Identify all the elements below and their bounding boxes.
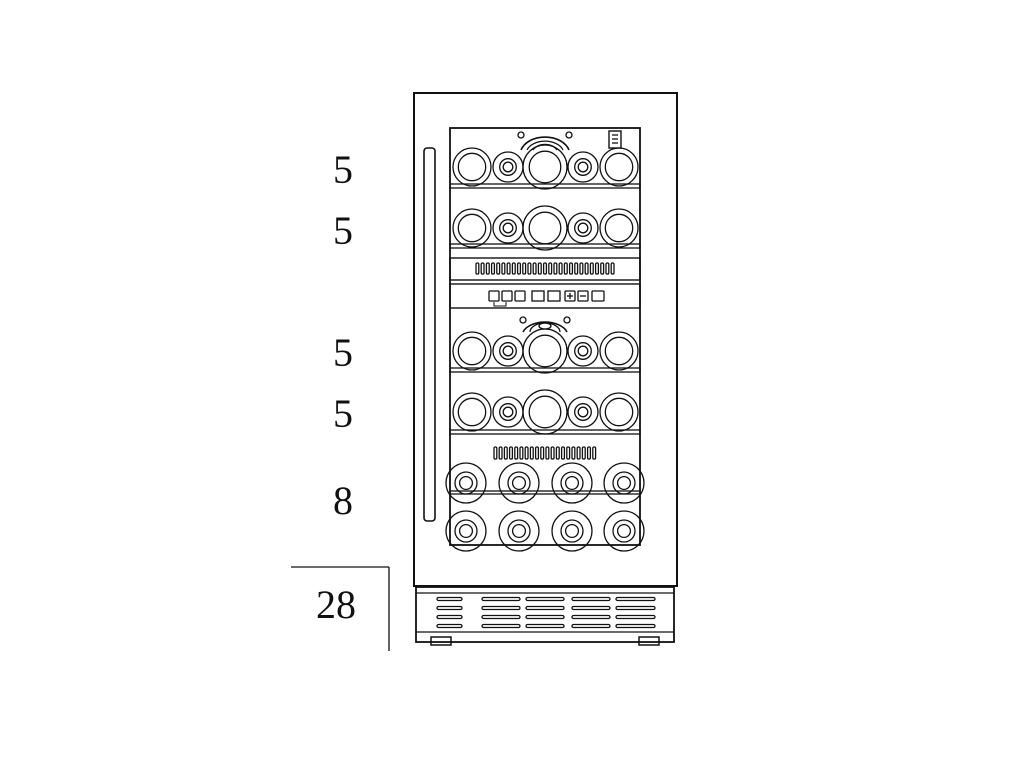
shelf-2-capacity-label: 5 [333, 208, 353, 253]
unit-toggle-button-icon [591, 290, 605, 302]
kickplate [415, 586, 675, 643]
feet [430, 636, 660, 646]
control-panel [449, 283, 641, 309]
middle-fan-icon [519, 316, 571, 333]
plus-button-icon [564, 290, 576, 302]
bottle-icon [492, 396, 524, 428]
bottle-icon [492, 335, 524, 367]
bottle-icon [445, 462, 487, 504]
bottle-icon [522, 205, 568, 251]
power-button-icon [488, 290, 500, 302]
bottle-icon [522, 144, 568, 190]
bottle-icon [551, 462, 593, 504]
bottle-icon [599, 208, 639, 248]
door-handle [423, 147, 436, 522]
bottle-icon [445, 510, 487, 552]
upper-zone-vent [449, 257, 641, 281]
bottle-icon [603, 510, 645, 552]
temperature-sensor-icon [608, 130, 622, 149]
bottle-icon [567, 396, 599, 428]
bottle-icon [603, 462, 645, 504]
bottle-icon [599, 147, 639, 187]
top-fan-icon [517, 131, 573, 151]
shelf-3-capacity-label: 5 [333, 330, 353, 375]
shelf-1-capacity-label: 5 [333, 147, 353, 192]
bottle-icon [522, 328, 568, 374]
lower-zone-vent [493, 446, 597, 460]
bottle-icon [452, 147, 492, 187]
bottle-icon [492, 212, 524, 244]
bottle-icon [452, 331, 492, 371]
minus-button-icon [577, 290, 589, 302]
bottle-icon [551, 510, 593, 552]
lower-temp-display [547, 290, 561, 302]
wine-bottles [445, 144, 645, 552]
bottle-icon [492, 151, 524, 183]
bottle-icon [452, 392, 492, 432]
bottle-icon [567, 151, 599, 183]
bottom-rack-capacity-label: 8 [333, 478, 353, 523]
bottle-icon [498, 510, 540, 552]
upper-temp-display [531, 290, 545, 302]
bottle-icon [567, 335, 599, 367]
bottle-icon [498, 462, 540, 504]
zone-button-icon [514, 290, 526, 302]
glass-window [449, 127, 641, 546]
total-capacity-label: 28 [316, 582, 356, 627]
light-button-icon [501, 290, 513, 302]
bottle-icon [522, 389, 568, 435]
shelf-4-capacity-label: 5 [333, 391, 353, 436]
cabinet-door-frame [413, 92, 678, 587]
bottle-icon [567, 212, 599, 244]
bottle-icon [452, 208, 492, 248]
bottle-icon [599, 392, 639, 432]
bottle-icon [599, 331, 639, 371]
